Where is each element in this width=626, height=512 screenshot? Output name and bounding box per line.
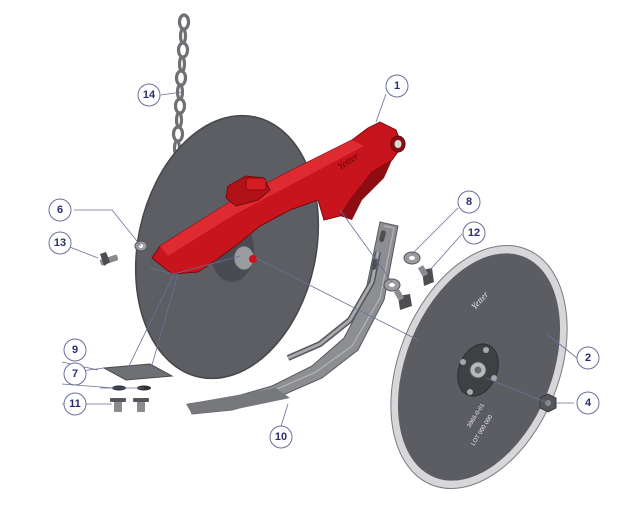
callout-14-label: 14	[143, 89, 156, 101]
callout-11: 11	[63, 392, 87, 416]
callout-10-label: 10	[275, 431, 287, 443]
plate-9	[102, 363, 174, 381]
bolt-12	[393, 265, 434, 310]
bolt-13	[99, 252, 119, 266]
callout-1-label: 1	[394, 80, 400, 92]
callout-12: 12	[462, 221, 486, 245]
washer-8	[383, 251, 421, 292]
front-disc: Yetter 3966-0-01 LOT 000 000	[390, 244, 568, 490]
callout-10: 10	[269, 425, 293, 449]
callout-7-label: 7	[72, 368, 78, 380]
frame-arm: Yetter	[151, 121, 406, 275]
callout-1: 1	[385, 74, 409, 98]
callout-13-label: 13	[54, 237, 66, 249]
callout-7: 7	[63, 362, 87, 386]
callout-6: 6	[48, 198, 72, 222]
callout-2: 2	[576, 346, 600, 370]
callout-9: 9	[63, 338, 87, 362]
bolt-11	[110, 398, 149, 412]
callout-9-label: 9	[72, 344, 78, 356]
callout-6-label: 6	[57, 204, 63, 216]
callout-13: 13	[48, 231, 72, 255]
callout-8: 8	[457, 190, 481, 214]
callout-4-label: 4	[585, 397, 592, 409]
shank	[186, 221, 399, 415]
callout-4: 4	[576, 391, 600, 415]
spindle-hub	[233, 245, 257, 271]
callout-14: 14	[137, 83, 161, 107]
callout-2-label: 2	[585, 352, 591, 364]
callout-12-label: 12	[468, 227, 480, 239]
callout-8-label: 8	[466, 196, 472, 208]
callout-11-label: 11	[69, 398, 81, 410]
leader-lines	[61, 91, 578, 427]
